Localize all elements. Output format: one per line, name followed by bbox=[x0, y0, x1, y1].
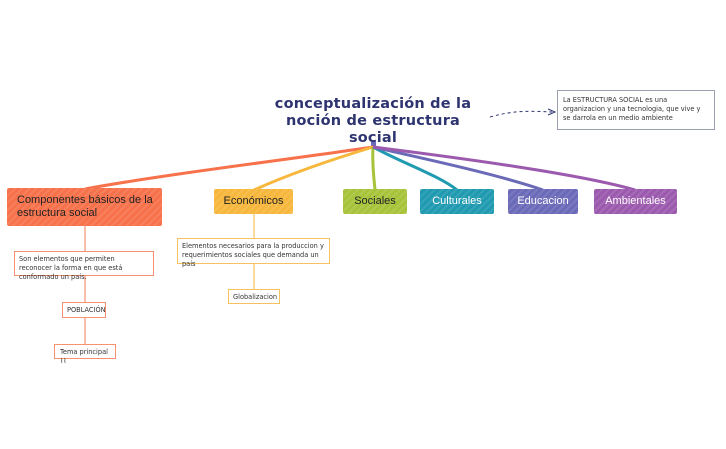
branch-educacion[interactable]: Educacion bbox=[508, 189, 578, 214]
branch-economicos[interactable]: Económicos bbox=[214, 189, 293, 214]
link-educacion bbox=[372, 145, 544, 192]
note-arrowhead-icon bbox=[547, 108, 557, 116]
link-componentes bbox=[84, 145, 374, 191]
link-sociales bbox=[371, 146, 377, 191]
central-hub bbox=[371, 140, 376, 149]
definition-note[interactable]: La ESTRUCTURA SOCIAL es una organizacion… bbox=[557, 90, 715, 130]
poblacion-node[interactable]: POBLACIÓN bbox=[62, 302, 106, 318]
economicos-description[interactable]: Elementos necesarios para la produccion … bbox=[177, 238, 330, 268]
note-connector bbox=[489, 110, 553, 118]
componentes-description[interactable]: Son elementos que permiten reconocer la … bbox=[14, 251, 154, 281]
globalizacion-node[interactable]: Globalizacion bbox=[228, 289, 280, 304]
central-title[interactable]: conceptualización de la noción de estruc… bbox=[274, 96, 472, 146]
link-ambientales bbox=[372, 145, 636, 192]
branch-culturales[interactable]: Culturales bbox=[420, 189, 494, 214]
branch-sociales[interactable]: Sociales bbox=[343, 189, 407, 214]
branch-componentes[interactable]: Componentes básicos de la estructura soc… bbox=[7, 188, 162, 226]
branch-ambientales[interactable]: Ambientales bbox=[594, 189, 677, 214]
link-culturales bbox=[372, 145, 458, 192]
link-economicos bbox=[253, 145, 374, 192]
tema-principal-node[interactable]: Tema principal ⌇⌇ bbox=[54, 344, 116, 365]
